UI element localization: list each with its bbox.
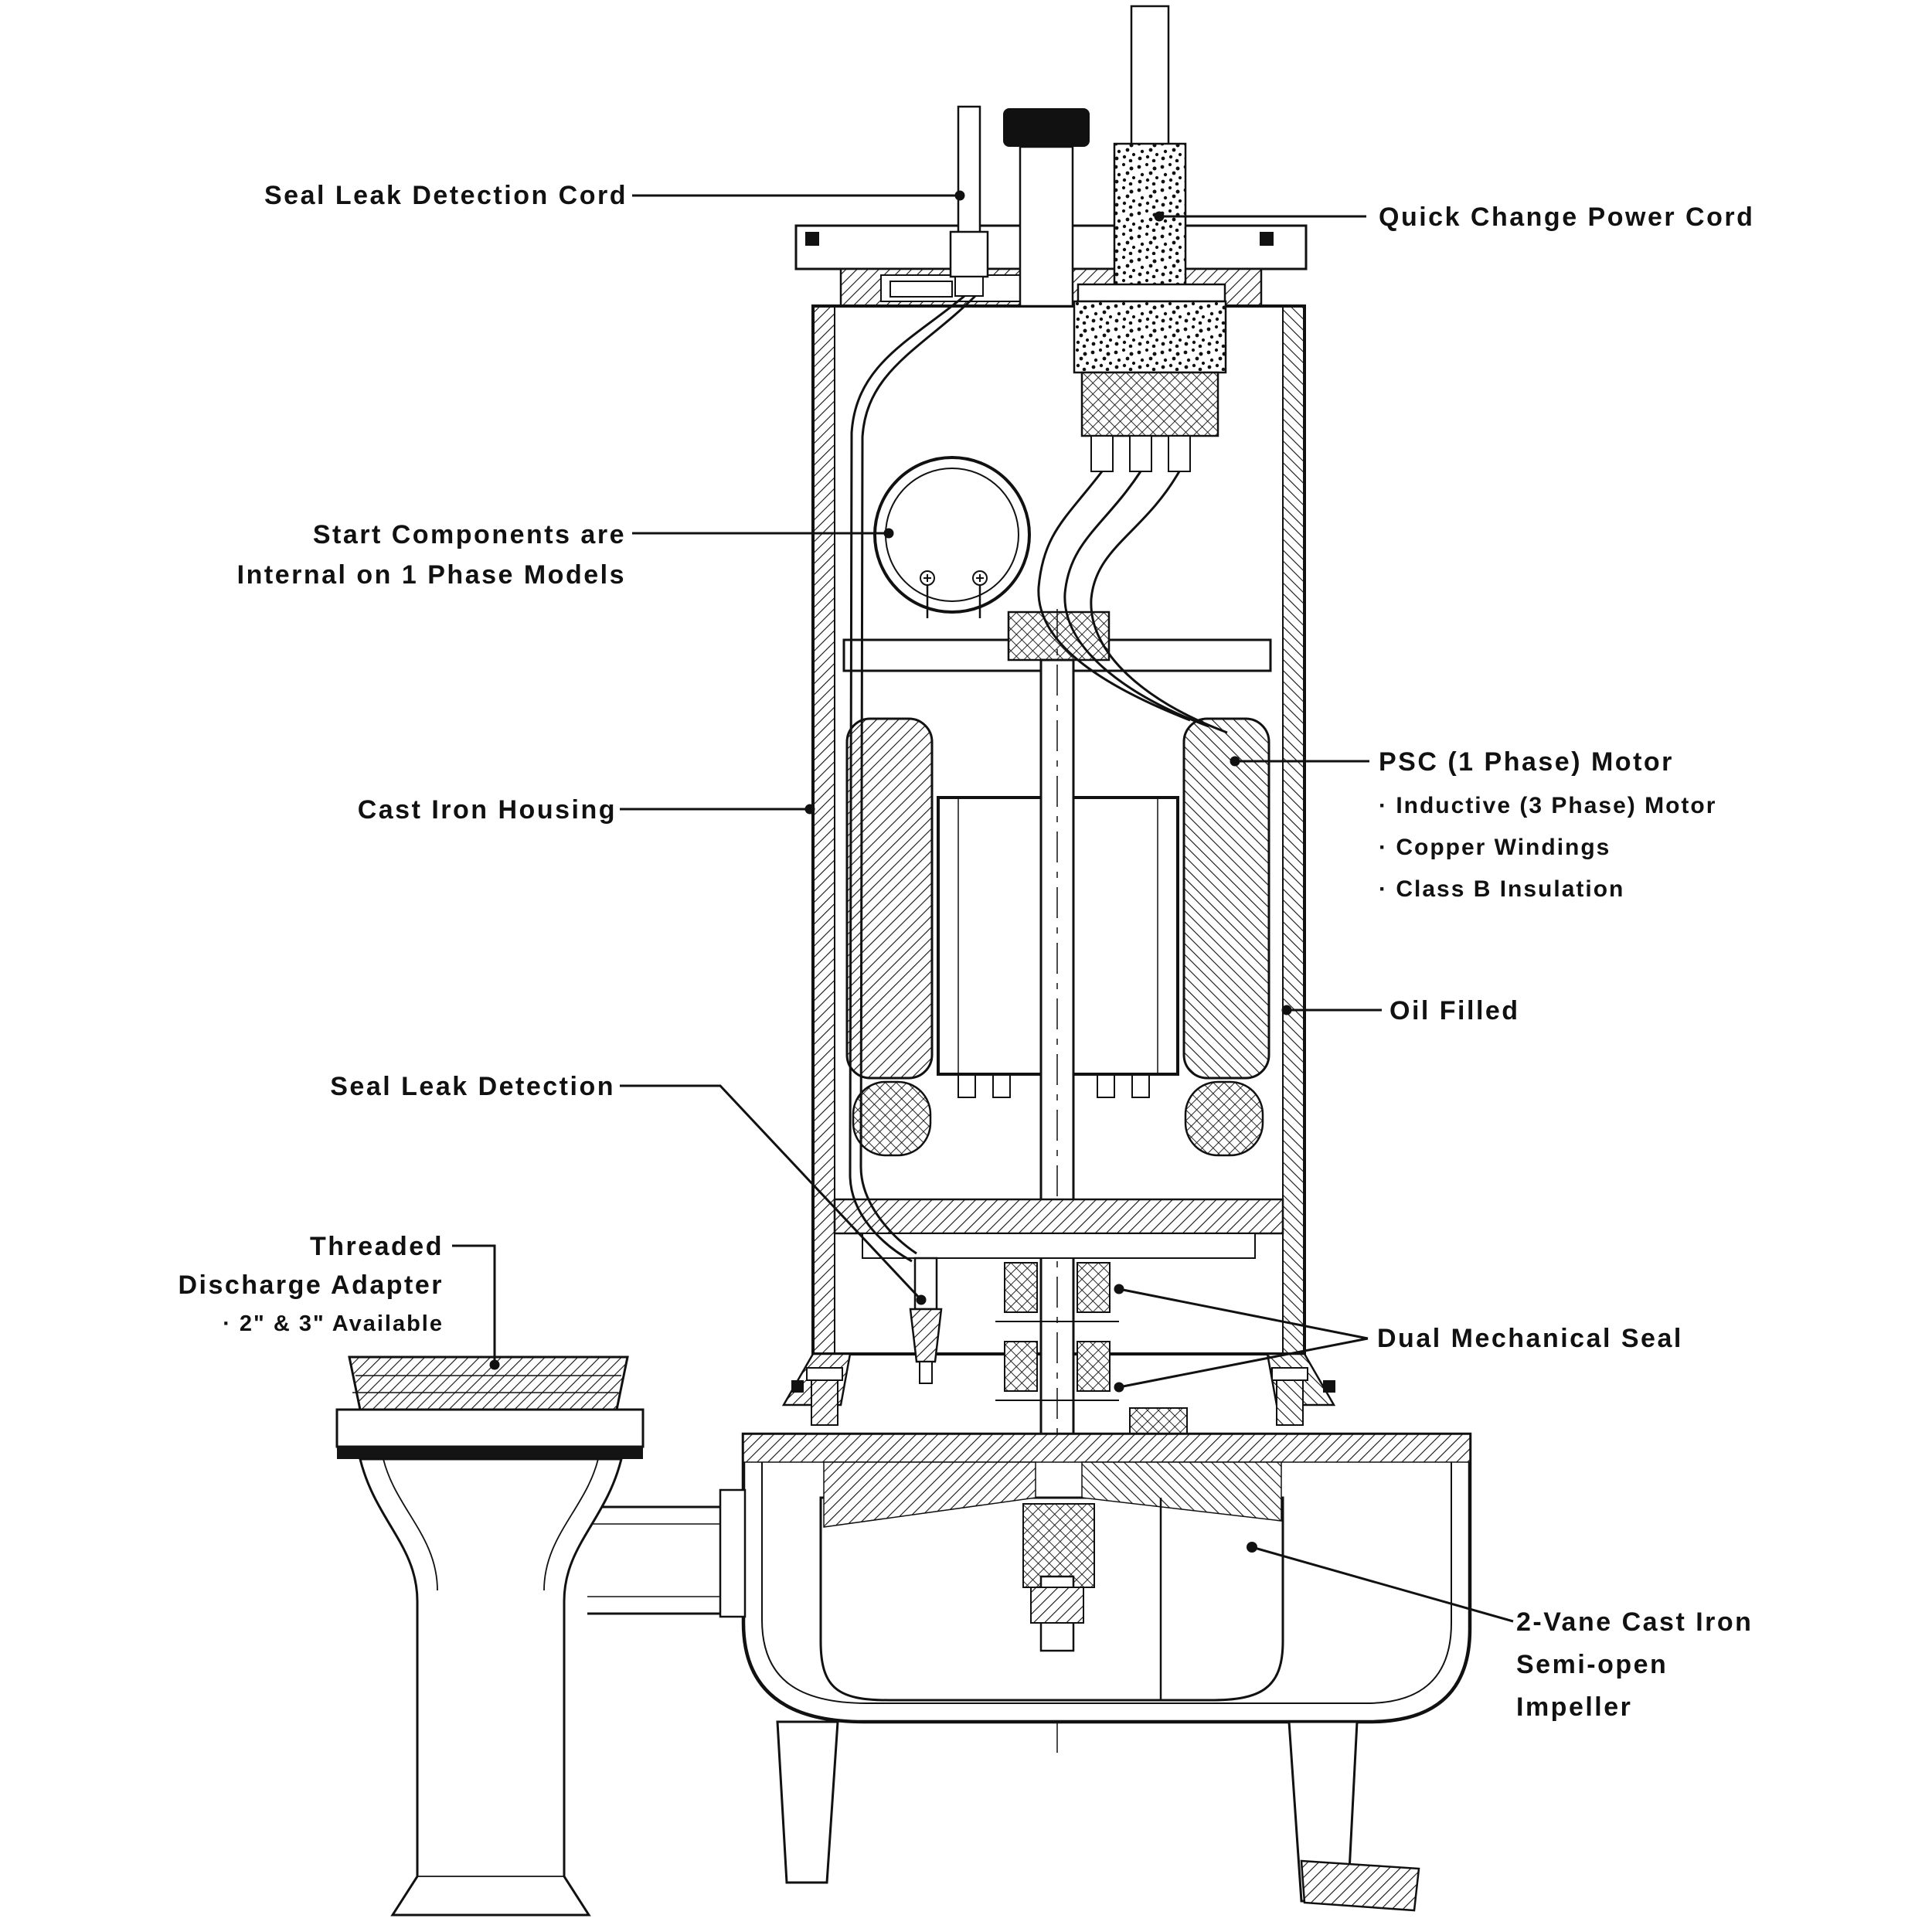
impeller [819, 1461, 1284, 1702]
callout-psc-motor: PSC (1 Phase) Motor · Inductive (3 Phase… [1379, 743, 1716, 910]
psc-bullet-3: · Class B Insulation [1379, 876, 1625, 902]
end-winding-left [852, 1080, 932, 1157]
callout-seal-leak-detection: Seal Leak Detection [223, 1068, 615, 1105]
psc-bullet-2: · Copper Windings [1379, 835, 1611, 860]
internal-wiring [849, 294, 1228, 1263]
callout-label: PSC (1 Phase) Motor [1379, 747, 1674, 777]
quick-change-power-cord [1073, 5, 1227, 472]
callout-quick-change-power-cord: Quick Change Power Cord [1379, 199, 1754, 236]
seal-leak-sensor [909, 1257, 943, 1384]
callout-label: Quick Change Power Cord [1379, 202, 1755, 232]
callout-label-line2: Discharge Adapter [178, 1270, 444, 1300]
pump-legs [776, 1720, 1420, 1912]
volute-casing [741, 1432, 1472, 1912]
callout-oil-filled: Oil Filled [1389, 992, 1520, 1029]
callout-dual-mechanical-seal: Dual Mechanical Seal [1377, 1320, 1683, 1357]
callout-label-line1: 2-Vane Cast Iron [1516, 1607, 1753, 1637]
callout-label: Cast Iron Housing [357, 795, 617, 825]
oil-chamber-plate [833, 1198, 1284, 1235]
discharge-adapter [335, 1355, 747, 1917]
callout-label-line2: Internal on 1 Phase Models [236, 560, 626, 590]
seal-leak-detection-cord [949, 105, 989, 297]
cord-gland [1080, 371, 1219, 437]
callout-label: Dual Mechanical Seal [1377, 1324, 1683, 1353]
mechanical-seal-lower [1004, 1341, 1038, 1392]
callout-label-line1: Threaded [309, 1232, 444, 1261]
callout-bullet: · 2" & 3" Available [223, 1311, 444, 1336]
vent-cap [1003, 108, 1090, 308]
end-winding-right [1184, 1080, 1264, 1157]
psc-bullet-1: · Inductive (3 Phase) Motor [1379, 793, 1717, 818]
callout-label-line2: Semi-open [1516, 1650, 1668, 1679]
threaded-end [348, 1355, 629, 1411]
stator-winding-left [845, 717, 934, 1080]
callout-start-components: Start Components are Internal on 1 Phase… [224, 515, 626, 595]
callout-label: Seal Leak Detection [330, 1072, 615, 1101]
shaft [1039, 609, 1075, 1753]
callout-label-line3: Impeller [1516, 1692, 1633, 1722]
callout-threaded-discharge-adapter: Threaded Discharge Adapter · 2" & 3" Ava… [178, 1227, 444, 1343]
callout-seal-leak-cord: Seal Leak Detection Cord [247, 177, 628, 214]
impeller-hub [1022, 1503, 1095, 1588]
callout-impeller: 2-Vane Cast Iron Semi-open Impeller [1516, 1601, 1753, 1729]
mechanical-seal-upper [1004, 1262, 1038, 1313]
start-capacitor [873, 456, 1031, 618]
leader-dots [489, 190, 1292, 1553]
stator-winding-right [1182, 717, 1270, 1080]
callout-label-line1: Start Components are [312, 520, 626, 549]
leader-lines [452, 190, 1514, 1623]
callout-cast-iron-housing: Cast Iron Housing [224, 791, 617, 828]
callout-label: Seal Leak Detection Cord [264, 181, 628, 210]
callout-label: Oil Filled [1389, 996, 1520, 1026]
